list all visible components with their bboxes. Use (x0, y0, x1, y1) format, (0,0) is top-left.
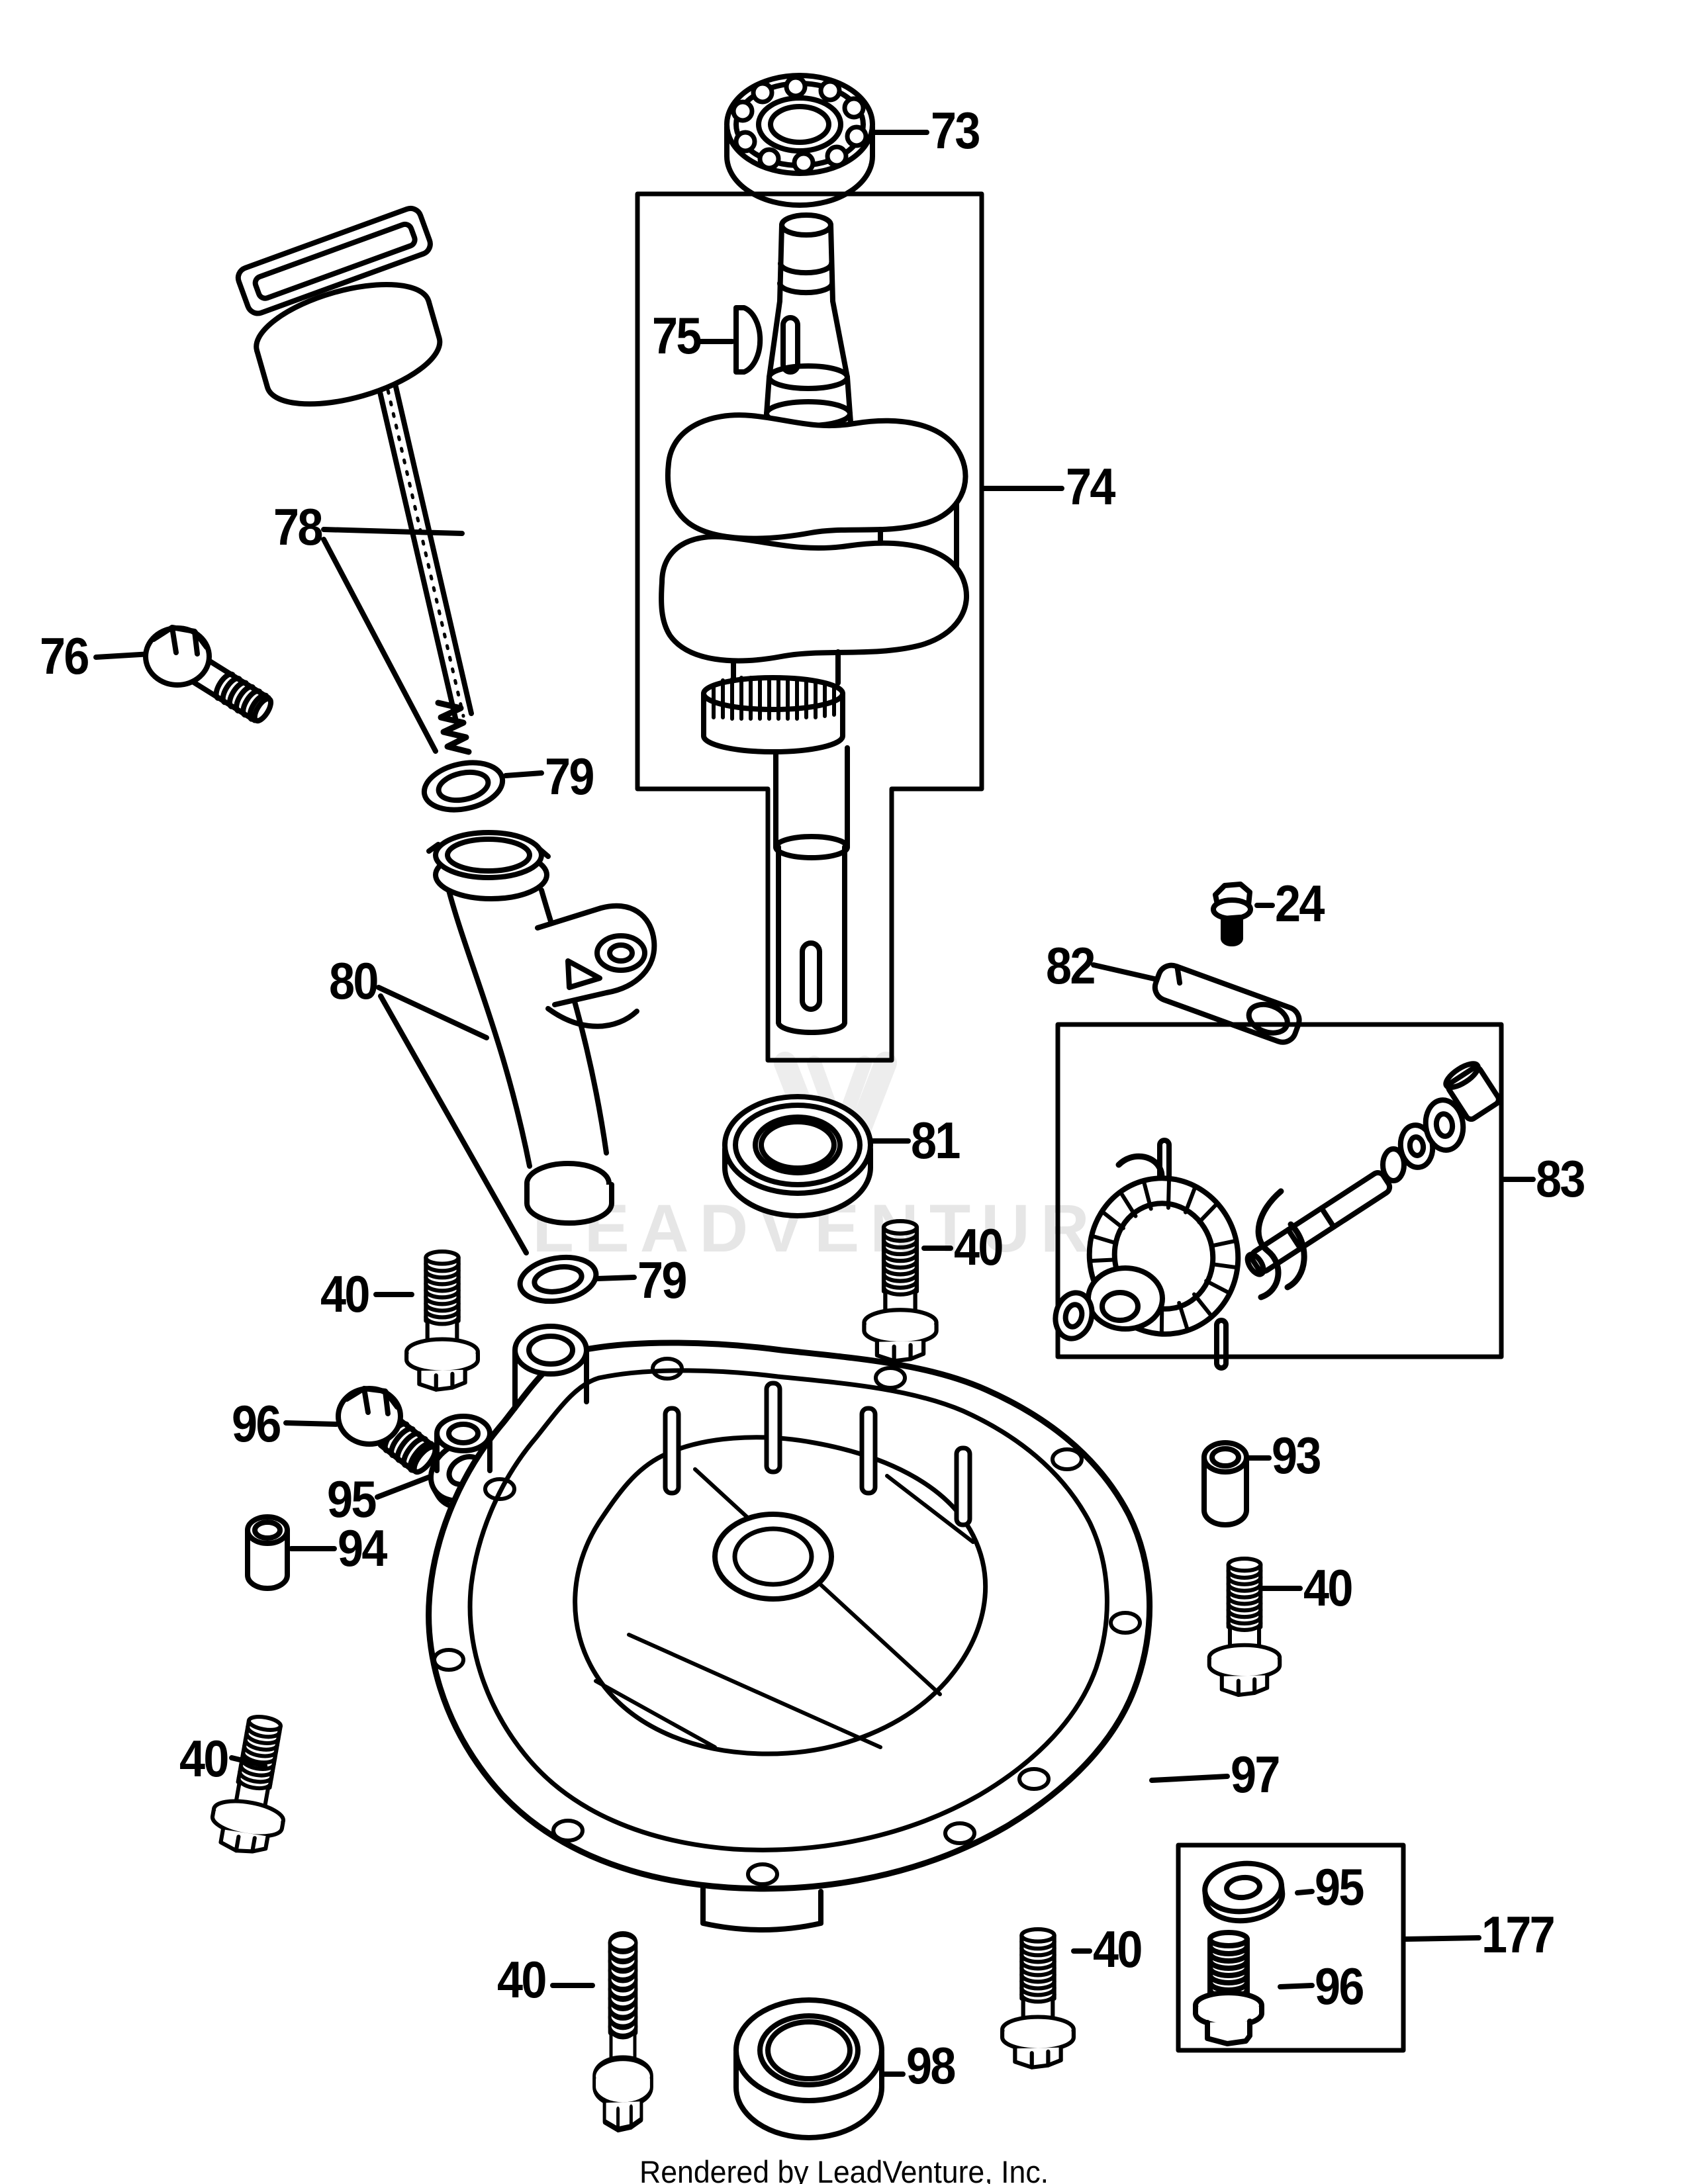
callout-96-kit: 96 (1315, 1957, 1364, 2015)
governor-bracket-82-drawing (1152, 962, 1302, 1045)
crankshaft-drawing (659, 212, 969, 1035)
callout-97: 97 (1231, 1745, 1280, 1803)
callout-24: 24 (1275, 874, 1325, 933)
callout-40-bottom-center: 40 (497, 1950, 547, 2009)
callout-93: 93 (1272, 1426, 1321, 1484)
callout-177: 177 (1481, 1905, 1556, 1964)
bolt-40-bottom-right-drawing (1002, 1929, 1074, 2068)
washer-79-upper-drawing (421, 760, 506, 813)
dipstick-78-drawing (235, 205, 474, 755)
bolt-40-center-drawing (864, 1221, 936, 1361)
ball-bearing-73-drawing (724, 73, 875, 208)
callout-80: 80 (329, 952, 379, 1010)
bolt-40-left-drawing (406, 1251, 478, 1390)
bolt-76-drawing (143, 625, 274, 724)
callout-79-lower: 79 (637, 1251, 687, 1309)
governor-assembly-83-drawing (1053, 1022, 1504, 1371)
callout-40-bottom-right: 40 (1093, 1920, 1143, 1978)
oil-fill-tube-80-drawing (426, 830, 657, 1226)
bolt-40-right-drawing (1209, 1559, 1280, 1695)
callout-95: 95 (327, 1470, 377, 1528)
renderer-credit-text: Rendered by LeadVenture, Inc. (639, 2154, 1049, 2184)
oil-seal-81-drawing (722, 1094, 873, 1218)
bearing-98-drawing (733, 1997, 884, 2140)
woodruff-key-75-drawing (733, 305, 763, 375)
washer-79-lower-drawing (517, 1254, 599, 1304)
spacer-93-drawing (1201, 1440, 1249, 1527)
spacer-94-drawing (245, 1514, 290, 1591)
hardware-kit-177-drawing (1176, 1843, 1406, 2053)
callout-81: 81 (911, 1111, 961, 1169)
bolt-24-drawing (1211, 882, 1253, 946)
callout-78: 78 (273, 498, 323, 556)
crankshaft-box-74 (635, 191, 984, 1063)
callout-98: 98 (906, 2036, 956, 2095)
callout-94: 94 (338, 1519, 387, 1577)
callout-83: 83 (1536, 1150, 1585, 1208)
callout-40-left: 40 (320, 1265, 370, 1323)
callout-73: 73 (931, 101, 980, 159)
callout-79-upper: 79 (545, 747, 594, 805)
callout-76: 76 (40, 627, 89, 685)
bolt-40-bottom-center-drawing (594, 1934, 652, 2129)
bolt-96-drawing (336, 1386, 438, 1475)
callout-96: 96 (232, 1394, 281, 1453)
callout-40-center: 40 (954, 1218, 1004, 1276)
callout-82: 82 (1046, 936, 1096, 995)
callout-95-kit: 95 (1315, 1858, 1364, 1916)
callout-74: 74 (1066, 457, 1115, 516)
callout-75: 75 (652, 306, 702, 365)
crankcase-97-drawing (426, 1324, 1153, 1933)
callout-40-bottom-left: 40 (179, 1729, 229, 1788)
callout-40-right: 40 (1303, 1559, 1353, 1617)
